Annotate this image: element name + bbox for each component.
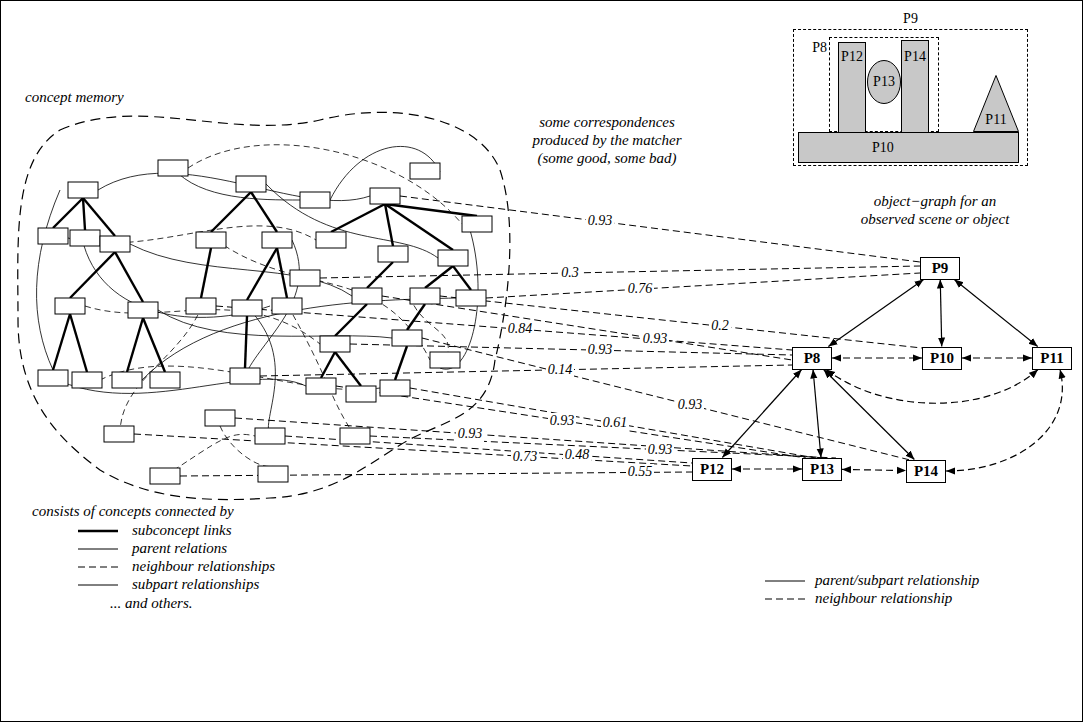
score-label: 0.93 [676, 397, 705, 413]
node-label: P11 [1040, 350, 1063, 366]
graph-node: P14 [906, 460, 946, 483]
neighbour-curves [68, 145, 462, 476]
legend-note: ... and others. [110, 594, 193, 612]
correspondence-lines [134, 196, 922, 476]
neighbour-connector [832, 357, 922, 358]
node-label: P8 [804, 350, 821, 366]
legend-sample [78, 521, 120, 539]
score-label: 0.76 [626, 281, 655, 297]
legend-sample [78, 557, 120, 575]
scene-region: P9P8P12P13P14P11P10 [793, 29, 1028, 166]
region-label: concept memory [25, 88, 124, 106]
legend-sample [78, 539, 120, 557]
score-label: 0.93 [548, 413, 577, 429]
part-label: P13 [873, 74, 895, 90]
part-ellipse: P13 [867, 60, 901, 104]
graph-node: P10 [922, 347, 962, 370]
annotation: object−graph for an observed scene or ob… [849, 192, 1021, 228]
part-label: P10 [872, 140, 894, 156]
neighbour-connector [826, 370, 1038, 404]
graph-node: P8 [792, 347, 832, 370]
score-label: 0.84 [506, 321, 535, 337]
parent-subpart-connector [824, 370, 915, 460]
score-label: 0.55 [626, 464, 655, 480]
part-block: P12 [838, 42, 866, 133]
score-label: 0.73 [511, 449, 540, 465]
parent-subpart-connector [940, 280, 941, 347]
annotation: some correspondences produced by the mat… [523, 113, 691, 167]
node-label: P10 [930, 350, 954, 366]
part-label: P14 [904, 49, 926, 65]
node-label: P9 [932, 260, 949, 276]
parent-subpart-connector [954, 280, 1037, 347]
score-label: 0.93 [456, 426, 485, 442]
legend-sample [765, 571, 807, 589]
score-label: 0.14 [546, 362, 575, 378]
part-label: P11 [985, 112, 1006, 128]
graph-node: P13 [802, 458, 842, 481]
score-label: 0.3 [559, 265, 581, 281]
parent-subpart-connector [828, 280, 923, 347]
legend-sample [765, 589, 807, 607]
parent-subpart-connector [813, 370, 821, 458]
legend-text: neighbour relationship [815, 589, 952, 607]
score-label: 0.93 [586, 342, 615, 358]
parent-subpart-connector [722, 370, 801, 458]
neighbour-connector [732, 468, 802, 469]
part-region: P8P12P13P14 [829, 37, 939, 132]
part-label: P8 [812, 40, 827, 56]
legend-sample [78, 575, 120, 593]
neighbour-connector [962, 357, 1032, 358]
node-label: P12 [700, 461, 724, 477]
score-label: 0.61 [601, 415, 630, 431]
score-label: 0.93 [646, 442, 675, 458]
legend-text: neighbour relationships [132, 557, 275, 575]
legend-text: subconcept links [132, 521, 232, 539]
neighbour-connector [842, 469, 906, 470]
part-label: P9 [903, 11, 918, 27]
node-label: P13 [810, 461, 834, 477]
node-label: P14 [914, 463, 938, 479]
graph-node: P9 [920, 257, 960, 280]
legend-text: subpart relationships [132, 575, 259, 593]
legend-text: parent/subpart relationship [815, 571, 979, 589]
subconcept-links [53, 192, 477, 386]
score-label: 0.93 [586, 213, 615, 229]
graph-node: P11 [1032, 347, 1072, 370]
neighbour-connector [946, 370, 1062, 472]
part-label: P12 [841, 49, 863, 65]
relation-curves [37, 146, 479, 436]
concept-boxes [38, 160, 492, 484]
part-triangle: P11 [973, 75, 1019, 132]
score-label: 0.48 [563, 447, 592, 463]
memory-outline [18, 112, 510, 499]
score-label: 0.2 [709, 318, 731, 334]
part-block: P14 [901, 40, 929, 133]
legend-heading: consists of concepts connected by [32, 502, 234, 520]
legend-text: parent relations [132, 539, 227, 557]
score-label: 0.93 [641, 331, 670, 347]
graph-node: P12 [692, 458, 732, 481]
base-bar: P10 [798, 132, 1019, 163]
